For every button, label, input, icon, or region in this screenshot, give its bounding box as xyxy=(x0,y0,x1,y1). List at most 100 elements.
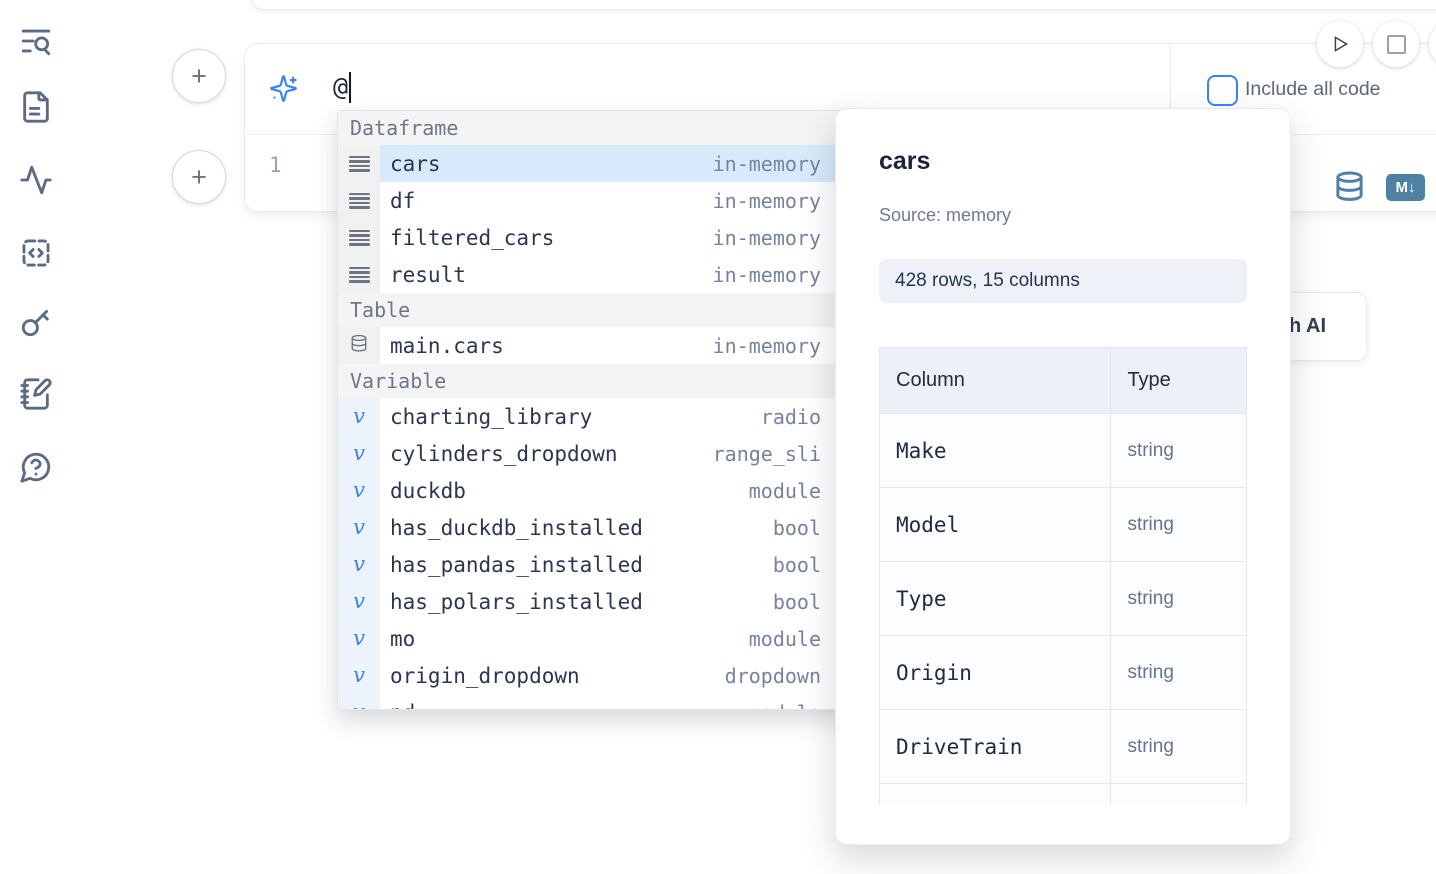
variable-icon: v xyxy=(353,441,365,465)
item-name: pd xyxy=(390,701,415,710)
item-type: module xyxy=(749,701,821,710)
item-name: charting_library xyxy=(390,404,593,429)
previous-cell-edge xyxy=(250,0,1436,10)
item-type: in-memory xyxy=(712,188,821,213)
variable-icon: v xyxy=(353,663,365,687)
schema-column-name: Make xyxy=(879,413,1112,488)
more-actions-button[interactable] xyxy=(1429,21,1436,67)
notebook-pen-icon[interactable] xyxy=(19,377,53,411)
item-type: range_sli xyxy=(712,441,821,466)
autocomplete-item[interactable]: v origin_dropdown dropdown xyxy=(338,657,856,694)
ai-prompt-input[interactable]: @ xyxy=(333,72,352,103)
autocomplete-item[interactable]: v mo module xyxy=(338,620,856,657)
dataframe-icon xyxy=(348,229,370,246)
dataframe-icon xyxy=(348,155,370,172)
schema-row: Make string xyxy=(879,413,1247,488)
add-cell-button-top[interactable]: + xyxy=(172,49,226,103)
play-icon xyxy=(1334,36,1349,52)
schema-row-clipped xyxy=(879,783,1247,805)
preview-source: Source: memory xyxy=(879,205,1012,225)
autocomplete-item[interactable]: v charting_library radio xyxy=(338,398,856,435)
item-type: in-memory xyxy=(712,333,821,358)
item-name: has_pandas_installed xyxy=(390,552,643,577)
section-label: Variable xyxy=(350,369,447,393)
item-name: has_polars_installed xyxy=(390,589,643,614)
schema-row: Type string xyxy=(879,561,1247,636)
item-type: in-memory xyxy=(712,225,821,250)
section-label: Table xyxy=(350,298,411,322)
item-name: df xyxy=(390,188,416,213)
item-name: duckdb xyxy=(390,478,466,503)
autocomplete-item[interactable]: v pd module xyxy=(338,694,856,710)
item-type: module xyxy=(748,626,821,651)
include-all-code-checkbox[interactable] xyxy=(1207,75,1238,106)
item-name: filtered_cars xyxy=(390,225,555,250)
variable-icon: v xyxy=(353,478,365,502)
item-name: has_duckdb_installed xyxy=(390,515,643,540)
item-name: cars xyxy=(390,151,441,176)
run-cell-button[interactable] xyxy=(1317,21,1363,67)
variable-icon: v xyxy=(353,626,365,650)
item-type: dropdown xyxy=(724,663,821,688)
item-type: module xyxy=(748,478,821,503)
autocomplete-item[interactable]: v has_duckdb_installed bool xyxy=(338,509,856,546)
item-name: mo xyxy=(390,626,416,651)
item-name: cylinders_dropdown xyxy=(390,441,618,466)
dataframe-preview-panel: cars Source: memory 428 rows, 15 columns… xyxy=(835,108,1291,845)
autocomplete-item[interactable]: main.cars in-memory xyxy=(338,327,856,364)
dataframe-icon xyxy=(348,192,370,209)
stop-icon xyxy=(1386,34,1406,54)
variable-icon: v xyxy=(353,589,365,613)
item-name: origin_dropdown xyxy=(390,663,580,688)
prompt-divider xyxy=(1170,44,1171,135)
table-of-contents-search-icon[interactable] xyxy=(19,24,53,58)
autocomplete-section-header: Table xyxy=(338,293,856,327)
section-label: Dataframe xyxy=(350,116,459,140)
preview-shape-badge: 428 rows, 15 columns xyxy=(879,259,1247,303)
schema-column-name: Type xyxy=(879,561,1112,636)
item-type: bool xyxy=(772,589,821,614)
schema-row: Origin string xyxy=(879,635,1247,710)
schema-row: DriveTrain string xyxy=(879,709,1247,784)
schema-header-type: Type xyxy=(1110,347,1247,414)
item-type: radio xyxy=(760,404,821,429)
autocomplete-section-header: Dataframe xyxy=(338,111,856,145)
line-number: 1 xyxy=(269,153,282,177)
help-circle-icon[interactable] xyxy=(19,450,53,484)
schema-table-wrap: Column Type Make string Model string Typ… xyxy=(879,347,1247,805)
autocomplete-item[interactable]: v cylinders_dropdown range_sli xyxy=(338,435,856,472)
autocomplete-item[interactable]: v has_polars_installed bool xyxy=(338,583,856,620)
schema-row: Model string xyxy=(879,487,1247,562)
include-all-code-label: Include all code xyxy=(1245,78,1381,100)
activity-icon[interactable] xyxy=(19,163,53,197)
autocomplete-item[interactable]: result in-memory xyxy=(338,256,856,293)
schema-header-column: Column xyxy=(879,347,1112,414)
schema-column-name: Origin xyxy=(879,635,1112,710)
autocomplete-item[interactable]: filtered_cars in-memory xyxy=(338,219,856,256)
file-text-icon[interactable] xyxy=(19,90,53,124)
autocomplete-item[interactable]: v duckdb module xyxy=(338,472,856,509)
schema-column-type: string xyxy=(1110,487,1247,562)
item-type: in-memory xyxy=(712,262,821,287)
key-icon[interactable] xyxy=(19,305,53,339)
autocomplete-item[interactable]: v has_pandas_installed bool xyxy=(338,546,856,583)
schema-table: Column Type Make string Model string Typ… xyxy=(879,347,1247,805)
schema-column-type: string xyxy=(1110,561,1247,636)
ai-sparkles-icon xyxy=(269,74,298,103)
item-type: bool xyxy=(772,552,821,577)
variable-icon: v xyxy=(353,552,365,576)
add-cell-button-bottom[interactable]: + xyxy=(172,150,226,204)
schema-column-name: Model xyxy=(879,487,1112,562)
code-snippet-icon[interactable] xyxy=(19,236,53,270)
autocomplete-item[interactable]: cars in-memory xyxy=(338,145,856,182)
variable-icon: v xyxy=(353,404,365,428)
stop-button[interactable] xyxy=(1373,21,1419,67)
markdown-cell-toggle-icon[interactable]: M↓ xyxy=(1386,174,1425,201)
autocomplete-item[interactable]: df in-memory xyxy=(338,182,856,219)
text-cursor xyxy=(349,72,352,103)
preview-title: cars xyxy=(879,147,931,175)
schema-column-type: string xyxy=(1110,413,1247,488)
item-type: bool xyxy=(772,515,821,540)
sql-cell-toggle-icon[interactable] xyxy=(1334,170,1365,205)
